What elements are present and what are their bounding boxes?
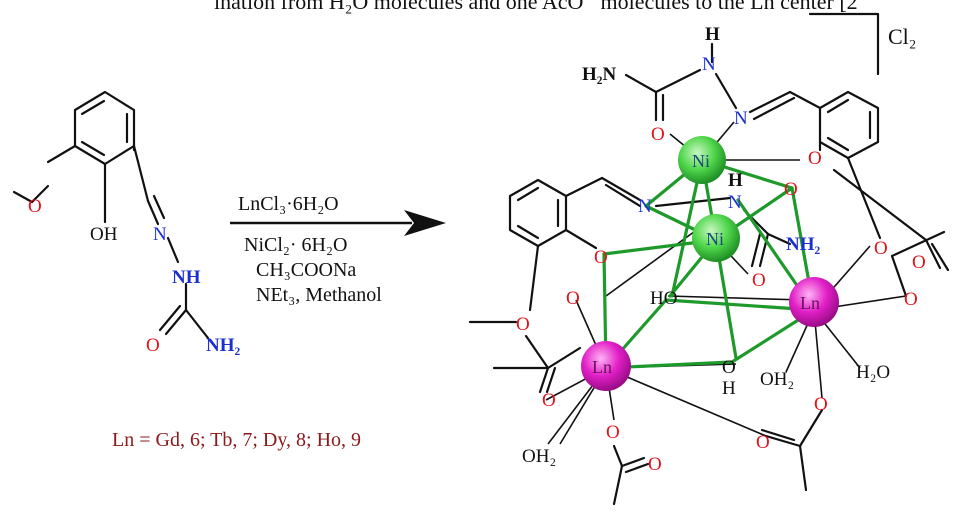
ni-label-2: Ni (706, 229, 724, 249)
label-o-mid-carbonyl: O (752, 270, 766, 291)
label-o-phenol-left: O (594, 247, 608, 268)
label-oh2-ln1: OH₂ (522, 446, 556, 467)
ligand-o-carbonyl: O (146, 335, 160, 356)
bracket (808, 12, 880, 76)
label-h2o-ln2: H₂O (856, 362, 890, 383)
label-o-left-ac: O (566, 288, 580, 309)
ln-label-2: Ln (800, 293, 820, 313)
label-oh2-ln2: OH₂ (760, 369, 794, 390)
methoxy-bond (46, 144, 77, 164)
label-n-top: N (734, 108, 748, 129)
label-ho-1: HO (650, 288, 677, 309)
reagent-4: NEt₃, Methanol (256, 284, 382, 306)
ligand-nh: NH (172, 267, 201, 288)
label-h-mid: H (728, 170, 743, 191)
header-fragment: ination from H₂O molecules and one AcO⁻ … (214, 0, 858, 14)
counter-ion: Cl₂ (888, 24, 916, 49)
nickel-atom-2 (692, 214, 740, 262)
ligand-n-imine: N (153, 224, 167, 245)
label-nh2-mid: NH₂ (786, 234, 821, 255)
reaction-conditions: LnCl₃·6H₂O NiCl₂· 6H₂O CH₃COONa NEt₃, Me… (230, 193, 446, 306)
ligand-o-methoxy: O (28, 196, 42, 217)
label-o-phenol-top: O (808, 148, 822, 169)
reagent-2: NiCl₂· 6H₂O (244, 234, 347, 256)
ligand-nh2: NH₂ (206, 335, 241, 356)
nickel-atom-1 (678, 136, 726, 184)
label-o-ac-down1: O (606, 422, 620, 443)
label-o-bridge-ac1: O (814, 394, 828, 415)
label-o-top-carbonyl: O (651, 124, 665, 145)
reagent-1: LnCl₃·6H₂O (238, 193, 339, 215)
lanthanide-atom-2 (789, 277, 839, 327)
label-oh-bottom-o: O (722, 357, 736, 378)
ln-label-1: Ln (592, 357, 612, 377)
label-oh-bottom-h: H (722, 378, 736, 399)
ligand-oh: OH (90, 224, 118, 245)
lanthanide-legend: Ln = Gd, 6; Tb, 7; Dy, 8; Ho, 9 (112, 429, 361, 451)
ligand-structure: O OH N NH O NH₂ (12, 90, 241, 356)
product-complex: Cl₂ (468, 12, 950, 506)
label-o-right-ac1: O (912, 252, 926, 273)
lanthanide-atom-1 (581, 341, 631, 391)
ni-label-1: Ni (692, 151, 710, 171)
label-n-top-n: N (702, 54, 716, 75)
label-o-right-ac2: O (904, 289, 918, 310)
label-o-ac-down2: O (648, 454, 662, 475)
reagent-3: CH₃COONa (256, 259, 356, 281)
label-o-ac-bl1: O (542, 390, 556, 411)
label-o-mu: O (784, 179, 798, 200)
label-n-top-h: H (705, 24, 720, 45)
label-o-right-methoxy: O (874, 238, 888, 259)
label-n-mid2: N (728, 192, 742, 213)
label-n-mid1: N (638, 196, 652, 217)
arrow-head-icon (404, 210, 446, 236)
label-o-bridge-ac2: O (756, 432, 770, 453)
label-o-left-methoxy: O (516, 314, 530, 335)
label-h2n-top: H₂N (582, 64, 616, 85)
